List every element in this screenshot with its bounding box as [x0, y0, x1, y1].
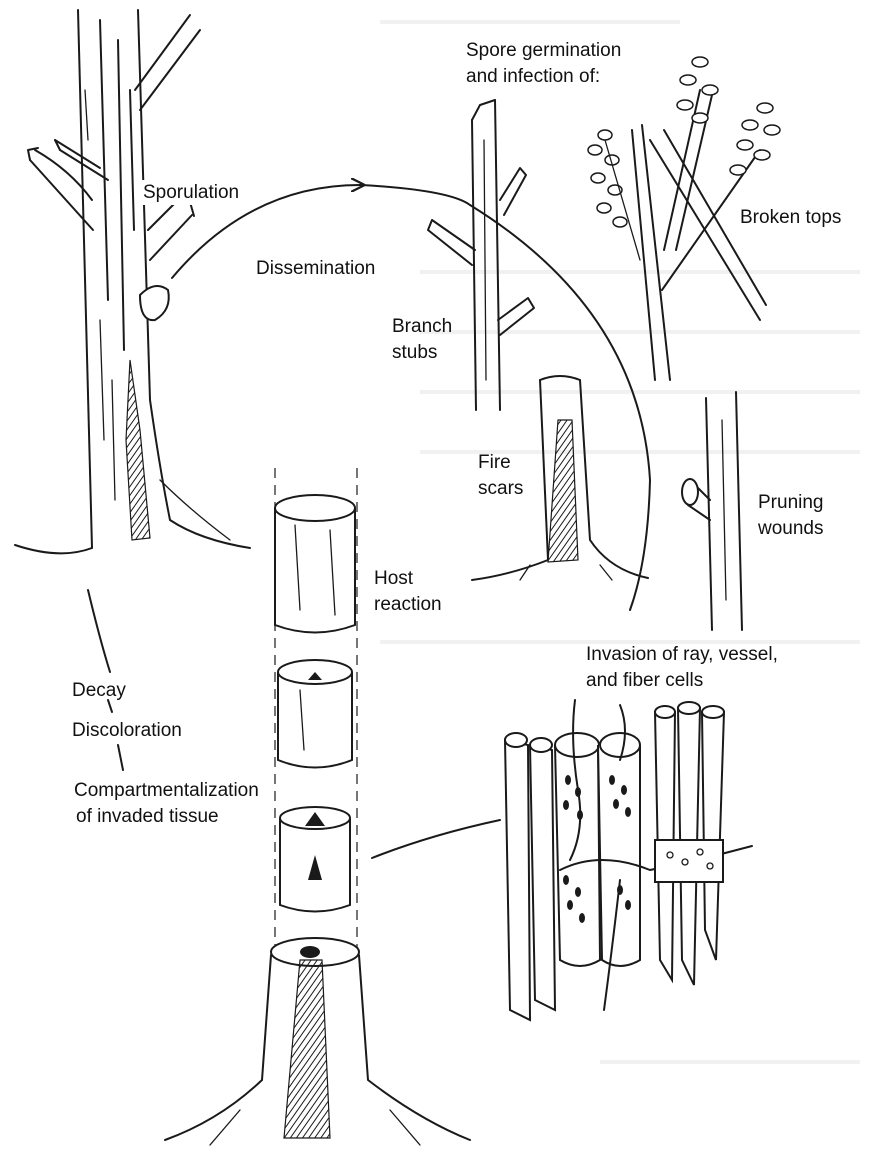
discoloration-label: Discoloration — [72, 718, 182, 743]
branch-stubs-label-line2: stubs — [392, 340, 437, 365]
decay-label: Decay — [72, 678, 126, 703]
pruning-wounds-label-line1: Pruning — [758, 490, 824, 515]
sporulating-tree — [15, 10, 250, 553]
log-section-host-reaction — [275, 495, 355, 633]
log-section-compartmentalization — [280, 807, 350, 912]
wood-cells-illustration — [505, 700, 752, 1020]
host-reaction-label-line1: Host — [374, 566, 413, 591]
pruning-wounds-label-line2: wounds — [758, 516, 824, 541]
dissemination-label: Dissemination — [256, 256, 375, 281]
broken-tops-label: Broken tops — [740, 205, 841, 230]
spore-germination-label-line2: and infection of: — [466, 64, 600, 89]
decayed-stump-illustration — [165, 938, 470, 1145]
cells-leader — [372, 820, 500, 858]
fire-scars-label-line1: Fire — [478, 450, 511, 475]
dissemination-arrow-tail — [362, 185, 470, 205]
branch-stubs-label-line1: Branch — [392, 314, 452, 339]
invasion-label-line2: and fiber cells — [586, 668, 703, 693]
sporulation-label: Sporulation — [140, 180, 242, 205]
decay-leader — [88, 590, 110, 672]
pruning-wounds-illustration — [682, 392, 742, 630]
spore-germination-label-line1: Spore germination — [466, 38, 621, 63]
host-reaction-label-line2: reaction — [374, 592, 442, 617]
log-section-discoloration — [278, 660, 352, 768]
compartmentalization-label-line1: Compartmentalization — [74, 778, 259, 803]
branch-stubs-illustration — [428, 100, 534, 410]
invasion-label-line1: Invasion of ray, vessel, — [586, 642, 778, 667]
fire-scars-label-line2: scars — [478, 476, 523, 501]
compartmentalization-label-line2: of invaded tissue — [74, 804, 221, 829]
